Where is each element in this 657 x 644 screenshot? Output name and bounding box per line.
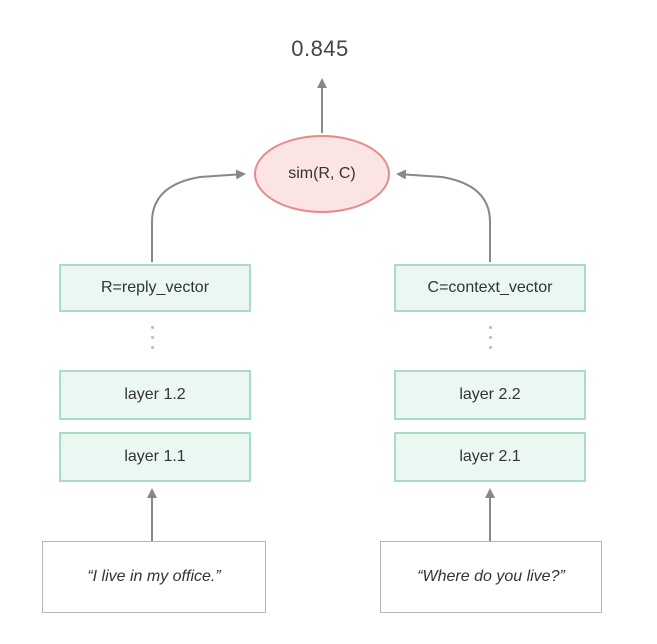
layer-2-2-label: layer 2.2	[459, 386, 521, 403]
reply-to-sim-arrow	[151, 169, 246, 262]
similarity-score: 0.845	[291, 36, 349, 61]
layer-1-2-label: layer 1.2	[124, 386, 186, 403]
layer-2-1-label: layer 2.1	[459, 448, 521, 465]
reply-vector-label: R=reply_vector	[100, 279, 210, 296]
layer-2-2-box: layer 2.2	[394, 370, 586, 420]
reply-input-box: “I live in my office.”	[42, 541, 266, 613]
layer-1-1-box: layer 1.1	[59, 432, 251, 482]
left-ellipsis	[147, 326, 157, 349]
right-ellipsis	[485, 326, 495, 349]
layer-2-1-box: layer 2.1	[394, 432, 586, 482]
context-input-text: “Where do you live?”	[417, 568, 565, 585]
similarity-function-node: sim(R, C)	[254, 135, 390, 213]
reply-vector-box: R=reply_vector	[59, 264, 251, 312]
context-vector-label: C=context_vector	[427, 279, 553, 296]
context-input-box: “Where do you live?”	[380, 541, 602, 613]
similarity-function-label: sim(R, C)	[288, 165, 356, 182]
reply-input-text: “I live in my office.”	[87, 568, 221, 585]
layer-1-2-box: layer 1.2	[59, 370, 251, 420]
context-to-sim-arrow	[396, 169, 491, 262]
context-vector-box: C=context_vector	[394, 264, 586, 312]
layer-1-1-label: layer 1.1	[124, 448, 186, 465]
